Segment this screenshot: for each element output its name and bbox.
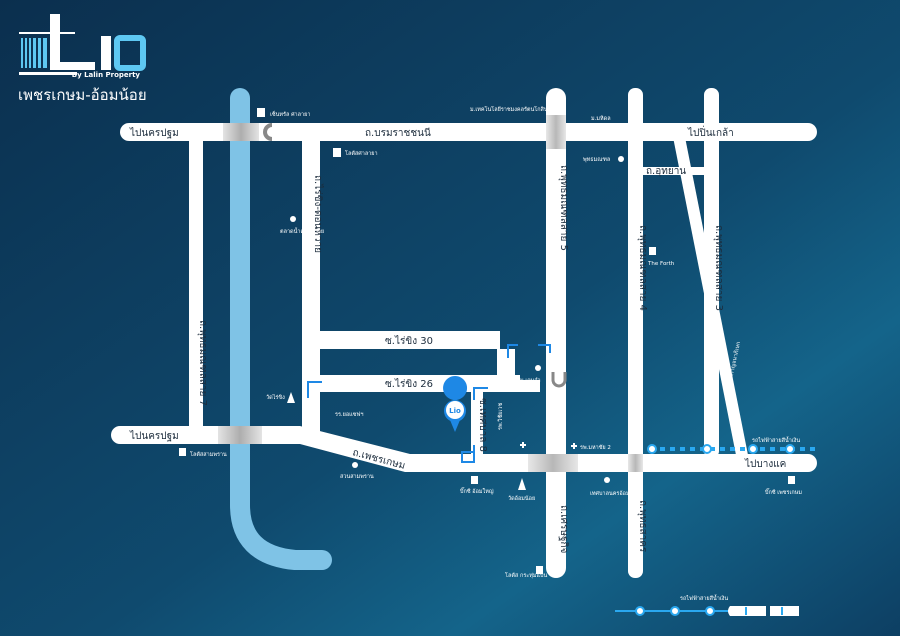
poi-label: รถไฟฟ้าสายสีน้ำเงิน [752, 436, 800, 444]
poi-label: พุทธมณฑล [583, 156, 610, 163]
road-label: ถ.พุทธมณฑลสาย 5 [558, 165, 569, 251]
temple-icon [518, 478, 526, 490]
shopping-bag-icon [649, 247, 656, 255]
project-location-pin[interactable]: Lio [443, 376, 468, 432]
lio-logo: By Lalin Property [19, 14, 146, 79]
road-label: ถ.พุทธมณฑลสาย 7 [197, 320, 208, 406]
place-icon [352, 462, 358, 468]
river [230, 88, 332, 570]
poi-label: บิ๊กซี เพชรเกษม [764, 488, 802, 496]
shopping-bag-icon [257, 108, 265, 117]
poi-label: รพ.มหาชัย 2 [580, 444, 611, 451]
road-label: ถ.ไร่ขิง-ดอนหวาย [312, 175, 324, 253]
road-label: ถ.พุทธมณฑลสาย 3 [713, 225, 724, 311]
place-icon [604, 477, 610, 483]
road-label: ถ.อุทยาน [646, 166, 686, 177]
poi-label: รร.ยอแซฟฯ [335, 411, 363, 418]
temple-icon [287, 392, 295, 403]
project-name: เพชรเกษม-อ้อมน้อย [18, 86, 147, 104]
road-label: ถ.พุทธมณฑลสาย 4 [637, 225, 648, 311]
poi-label: วัดอ้อมน้อย [508, 495, 535, 502]
hospital-icon [571, 443, 577, 449]
poi-label: ม.มหิดล [591, 115, 611, 122]
road-label: ซ.ไร่ขิง 26 [385, 378, 433, 390]
road-label: ถ.พุทธสาคร [637, 500, 648, 553]
shopping-bag-icon [471, 476, 478, 484]
u-turn-icon [551, 372, 567, 388]
poi-label: ม.เกษอำ [520, 377, 541, 384]
shopping-bag-icon [333, 148, 341, 157]
road-label: ถ.บรมราชชนนี [365, 127, 431, 139]
road-label: ไปนครปฐม [129, 127, 179, 139]
poi-label: ม.เทคโนโลยีราชมงคลรัตนโกสินทร์ [470, 105, 554, 113]
shopping-bag-icon [536, 566, 543, 574]
train-icon [770, 606, 799, 616]
poi-label: วัดไร่ขิง [266, 394, 285, 401]
poi-label: โลตัส กระทุ่มแบน [505, 571, 548, 579]
poi-label: ตลาดน้ำดอนหวาย [280, 227, 324, 235]
bts-legend: รถไฟฟ้าสายสีน้ำเงิน [615, 594, 799, 616]
poi-label: เซ็นทรัล ศาลายา [270, 110, 310, 118]
road-label: ไปปิ่นเกล้า [687, 125, 734, 139]
legend-label: รถไฟฟ้าสายสีน้ำเงิน [680, 594, 728, 602]
pin-logo: Lio [449, 407, 461, 415]
place-icon [618, 156, 624, 162]
hospital-icon [520, 442, 526, 448]
shopping-bag-icon [179, 448, 186, 456]
poi-markers [179, 108, 795, 574]
logo-tagline: By Lalin Property [72, 71, 141, 79]
road-label: ซ.ไร่ขิง 30 [385, 335, 433, 347]
shopping-bag-icon [788, 476, 795, 484]
poi-label: บิ๊กซี อ้อมใหญ่ [459, 487, 493, 495]
road-label: ซ.เทศบาล 8 [477, 398, 488, 452]
poi-label: The Forth [647, 261, 675, 267]
road-label: ถ.เศรษฐกิจ [558, 505, 569, 554]
road-label: ไปนครปฐม [129, 430, 179, 442]
direction-arrows [307, 344, 551, 463]
place-icon [290, 216, 296, 222]
poi-label: สวนสามพราน [340, 473, 374, 480]
bts-stations [647, 444, 795, 454]
poi-label: เทศบาลนครอ้อมน้อย [590, 490, 640, 497]
place-icon [535, 365, 541, 371]
road-label: ไปบางแค [744, 458, 786, 470]
poi-label: โลตัสศาลายา [345, 149, 378, 157]
poi-label: รพ.วิชัยเวช [497, 403, 504, 430]
u-turn-icon [263, 123, 273, 141]
roads [111, 88, 817, 578]
poi-label: โลตัสสามพราน [190, 450, 227, 458]
